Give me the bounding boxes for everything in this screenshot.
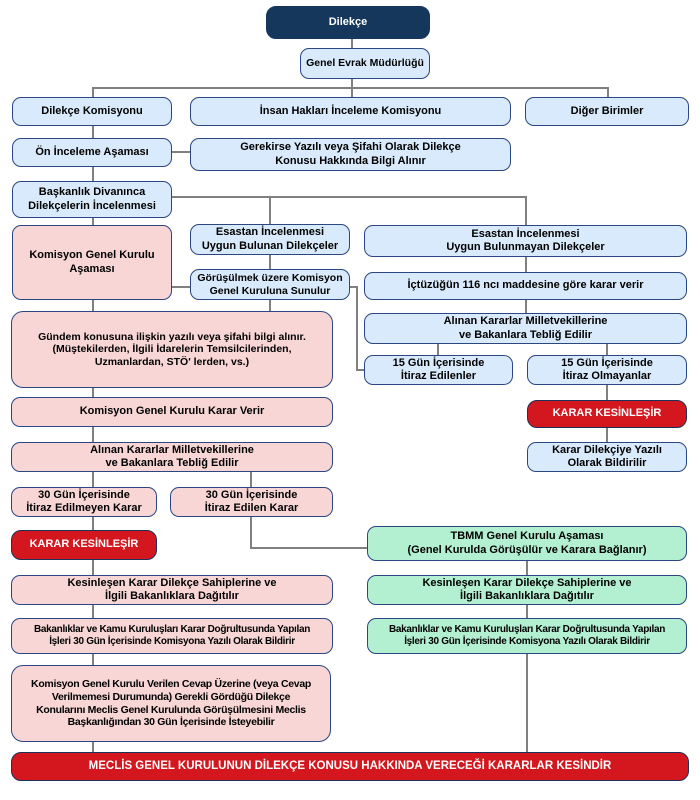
node-15-gun-itiraz-edilenler: 15 Gün İçerisinde İtiraz Edilenler bbox=[364, 355, 513, 385]
node-ictuzuk-116-karar: İçtüzüğün 116 ncı maddesine göre karar v… bbox=[364, 272, 687, 300]
connector-line bbox=[92, 167, 94, 181]
node-gorusulmek-uzere-sunulur: Görüşülmek üzere Komisyon Genel Kuruluna… bbox=[190, 269, 350, 300]
connector-line bbox=[250, 547, 367, 549]
node-kesinlesen-karar-dagitilir-sol: Kesinleşen Karar Dilekçe Sahiplerine ve … bbox=[11, 575, 333, 605]
node-tbmm-genel-kurulu-asamasi: TBMM Genel Kurulu Aşaması (Genel Kurulda… bbox=[367, 526, 687, 561]
node-gerekirse-bilgi-alinir: Gerekirse Yazılı veya Şifahi Olarak Dile… bbox=[190, 138, 511, 171]
node-komisyon-genel-kurulu-asamasi: Komisyon Genel Kurulu Aşaması bbox=[12, 225, 172, 300]
connector-line bbox=[526, 561, 528, 575]
connector-line bbox=[172, 196, 527, 198]
connector-line bbox=[92, 517, 94, 530]
connector-line bbox=[606, 385, 608, 400]
connector-line bbox=[92, 87, 609, 89]
node-genel-evrak-mudurlugu: Genel Evrak Müdürlüğü bbox=[300, 48, 430, 79]
connector-line bbox=[92, 742, 94, 752]
connector-line bbox=[92, 605, 94, 618]
node-meclis-kararlari-kesindir: MECLİS GENEL KURULUNUN DİLEKÇE KONUSU HA… bbox=[11, 752, 689, 781]
connector-line bbox=[172, 286, 190, 288]
connector-line bbox=[356, 369, 364, 371]
node-bakanliklar-bildirir-sag: Bakanlıklar ve Kamu Kuruluşları Karar Do… bbox=[367, 618, 687, 654]
node-diger-birimler: Diğer Birimler bbox=[525, 97, 689, 126]
node-esastan-uygun-bulunmayan: Esastan İncelenmesi Uygun Bulunmayan Dil… bbox=[364, 225, 687, 257]
node-baskanlik-divaninca-inceleme: Başkanlık Divanınca Dilekçelerin İncelen… bbox=[12, 181, 172, 218]
connector-line bbox=[526, 605, 528, 618]
connector-line bbox=[250, 517, 252, 549]
node-kesinlesen-karar-dagitilir-sag: Kesinleşen Karar Dilekçe Sahiplerine ve … bbox=[367, 575, 687, 605]
node-karar-kesinlesir-sol: KARAR KESİNLEŞİR bbox=[11, 530, 157, 560]
connector-line bbox=[172, 151, 190, 153]
node-dilekce-komisyonu: Dilekçe Komisyonu bbox=[12, 97, 172, 126]
connector-line bbox=[92, 654, 94, 665]
node-on-inceleme-asamasi: Ön İnceleme Aşaması bbox=[12, 138, 172, 167]
node-komisyon-cevap-istegi: Komisyon Genel Kurulu Verilen Cevap Üzer… bbox=[11, 665, 331, 742]
connector-line bbox=[526, 654, 528, 752]
connector-line bbox=[351, 38, 353, 48]
connector-line bbox=[92, 300, 94, 311]
connector-line bbox=[250, 472, 252, 487]
node-gundem-bilgi-alinir: Gündem konusuna ilişkin yazılı veya şifa… bbox=[11, 311, 333, 388]
node-15-gun-itiraz-olmayanlar: 15 Gün İçerisinde İtiraz Olmayanlar bbox=[527, 355, 687, 385]
connector-line bbox=[269, 300, 271, 311]
connector-line bbox=[525, 196, 527, 225]
node-alinan-kararlar-teblig-alt: Alınan Kararlar Milletvekillerine ve Bak… bbox=[11, 442, 333, 472]
connector-line bbox=[92, 218, 94, 225]
connector-line bbox=[606, 344, 608, 355]
connector-line bbox=[92, 87, 94, 97]
connector-line bbox=[92, 472, 94, 487]
connector-line bbox=[269, 196, 271, 224]
node-karar-kesinlesir-sag: KARAR KESİNLEŞİR bbox=[527, 400, 687, 428]
node-dilekce: Dilekçe bbox=[266, 6, 430, 39]
connector-line bbox=[606, 428, 608, 442]
connector-line bbox=[437, 344, 439, 355]
node-insan-haklari-inceleme-komisyonu: İnsan Hakları İnceleme Komisyonu bbox=[190, 97, 511, 126]
node-30-gun-itiraz-edilmeyen: 30 Gün İçerisinde İtiraz Edilmeyen Karar bbox=[11, 487, 157, 517]
connector-line bbox=[607, 87, 609, 97]
connector-line bbox=[525, 257, 527, 272]
node-karar-dilekciye-bildirilir: Karar Dilekçiye Yazılı Olarak Bildirilir bbox=[527, 442, 687, 472]
node-komisyon-genel-kurulu-karar-verir: Komisyon Genel Kurulu Karar Verir bbox=[11, 397, 333, 427]
connector-line bbox=[356, 286, 358, 371]
connector-line bbox=[92, 560, 94, 575]
node-esastan-uygun-bulunan: Esastan İncelenmesi Uygun Bulunan Dilekç… bbox=[190, 224, 350, 255]
node-30-gun-itiraz-edilen: 30 Gün İçerisinde İtiraz Edilen Karar bbox=[170, 487, 333, 517]
connector-line bbox=[92, 427, 94, 442]
connector-line bbox=[525, 300, 527, 313]
connector-line bbox=[92, 126, 94, 138]
connector-line bbox=[92, 388, 94, 397]
connector-line bbox=[269, 255, 271, 269]
node-alinan-kararlar-teblig-ust: Alınan Kararlar Milletvekillerine ve Bak… bbox=[364, 313, 687, 344]
connector-line bbox=[350, 286, 358, 288]
node-bakanliklar-bildirir-sol: Bakanlıklar ve Kamu Kuruluşları Karar Do… bbox=[11, 618, 333, 654]
